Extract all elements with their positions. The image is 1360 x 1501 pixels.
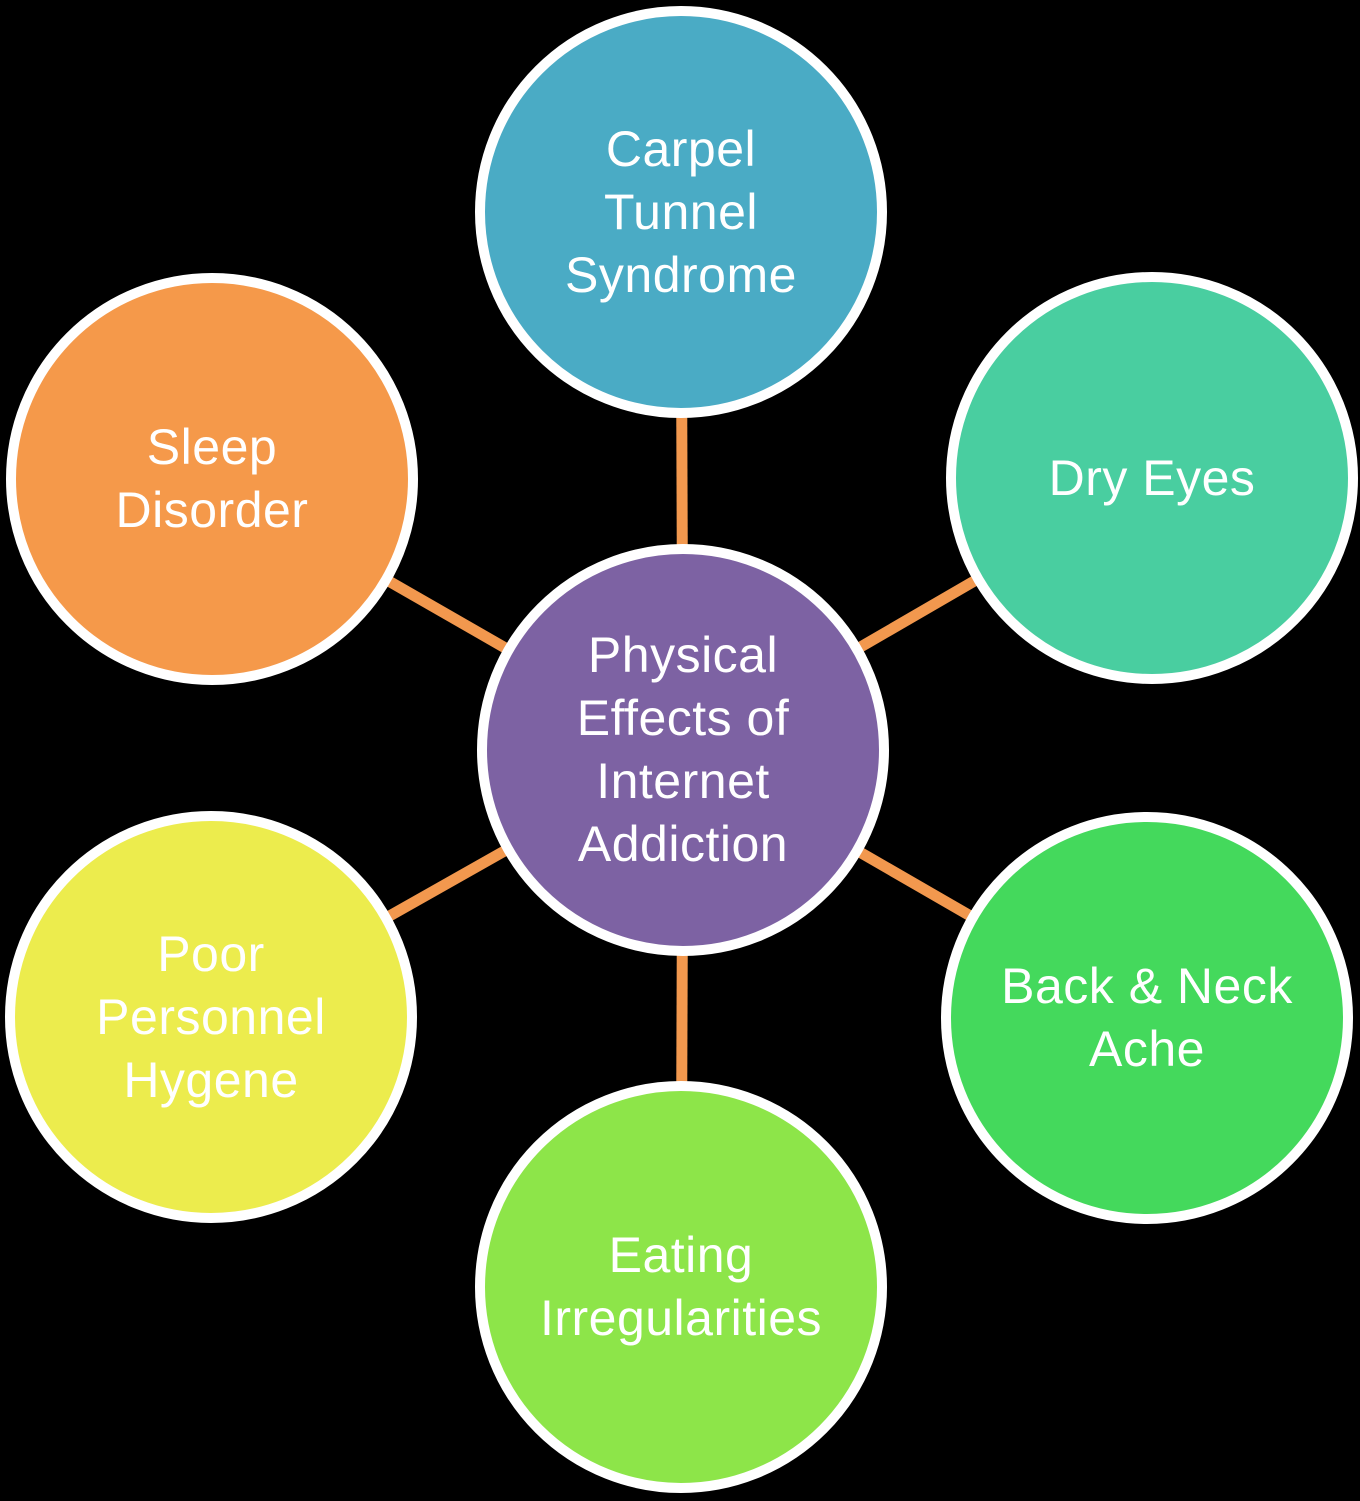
node-poor-personnel-hygene-label: Poor Personnel Hygene (96, 925, 326, 1108)
node-eating-irregularities-label: Eating Irregularities (539, 1227, 823, 1346)
node-sleep-disorder: Sleep Disorder (6, 273, 418, 685)
node-sleep-disorder-label: Sleep Disorder (115, 419, 309, 538)
node-carpel-tunnel-syndrome-label: Carpel Tunnel Syndrome (565, 120, 797, 303)
node-physical-effects-label: Physical Effects of Internet Addiction (576, 627, 790, 872)
node-back-neck-ache: Back & Neck Ache (941, 812, 1353, 1224)
node-carpel-tunnel-syndrome: Carpel Tunnel Syndrome (475, 6, 887, 418)
node-eating-irregularities: Eating Irregularities (475, 1081, 887, 1493)
node-dry-eyes-label: Dry Eyes (1048, 449, 1256, 506)
node-dry-eyes: Dry Eyes (946, 272, 1358, 684)
node-back-neck-ache-label: Back & Neck Ache (1001, 958, 1293, 1077)
node-poor-personnel-hygene: Poor Personnel Hygene (5, 811, 417, 1223)
node-physical-effects-center: Physical Effects of Internet Addiction (477, 544, 889, 956)
